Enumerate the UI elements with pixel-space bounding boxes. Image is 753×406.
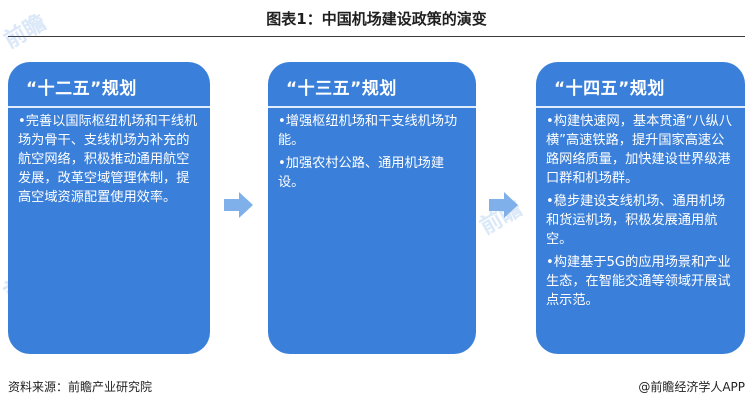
bullet-item: •加强农村公路、通用机场建设。	[278, 156, 445, 190]
bullet-item: •稳步建设支线机场、通用机场和货运机场，积极发展通用航空。	[546, 194, 726, 247]
bullet-item: •完善以国际枢纽机场和干线机场为骨干、支线机场为补充的航空网络，积极推动通用航空…	[18, 114, 198, 205]
plan-card-heading: “十二五”规划	[26, 79, 137, 99]
plan-card-14th: “十四五”规划 •构建快速网，基本贯通“八纵八横”高速铁路，提升国家高速公路网络…	[536, 62, 745, 354]
bullet-item: •增强枢纽机场和干支线机场功能。	[278, 114, 458, 148]
plan-card-heading: “十三五”规划	[286, 79, 397, 99]
figure-title: 图表1：中国机场建设政策的演变	[266, 10, 487, 28]
source-note: 资料来源：前瞻产业研究院	[8, 380, 153, 394]
plan-card-12th: “十二五”规划 •完善以国际枢纽机场和干线机场为骨干、支线机场为补充的航空网络，…	[8, 62, 210, 354]
bullet-item: •构建快速网，基本贯通“八纵八横”高速铁路，提升国家高速公路网络质量，加快建设世…	[546, 114, 733, 186]
plan-card-body: •构建快速网，基本贯通“八纵八横”高速铁路，提升国家高速公路网络质量，加快建设世…	[546, 112, 735, 314]
bullet-item: •构建基于5G的应用场景和产业生态，在智能交通等领域开展试点示范。	[546, 255, 731, 308]
title-divider	[8, 36, 745, 37]
right-arrow-icon	[224, 190, 254, 224]
plan-card-body: •完善以国际枢纽机场和干线机场为骨干、支线机场为补充的航空网络，积极推动通用航空…	[18, 112, 200, 211]
right-arrow-icon	[489, 190, 519, 224]
card-divider	[8, 106, 210, 108]
card-divider	[536, 106, 745, 108]
plan-card-13th: “十三五”规划 •增强枢纽机场和干支线机场功能。 •加强农村公路、通用机场建设。	[268, 62, 476, 354]
brand-credit: @前瞻经济学人APP	[638, 380, 745, 394]
plan-card-body: •增强枢纽机场和干支线机场功能。 •加强农村公路、通用机场建设。	[278, 112, 466, 196]
card-divider	[268, 106, 476, 108]
plan-card-heading: “十四五”规划	[554, 79, 665, 99]
